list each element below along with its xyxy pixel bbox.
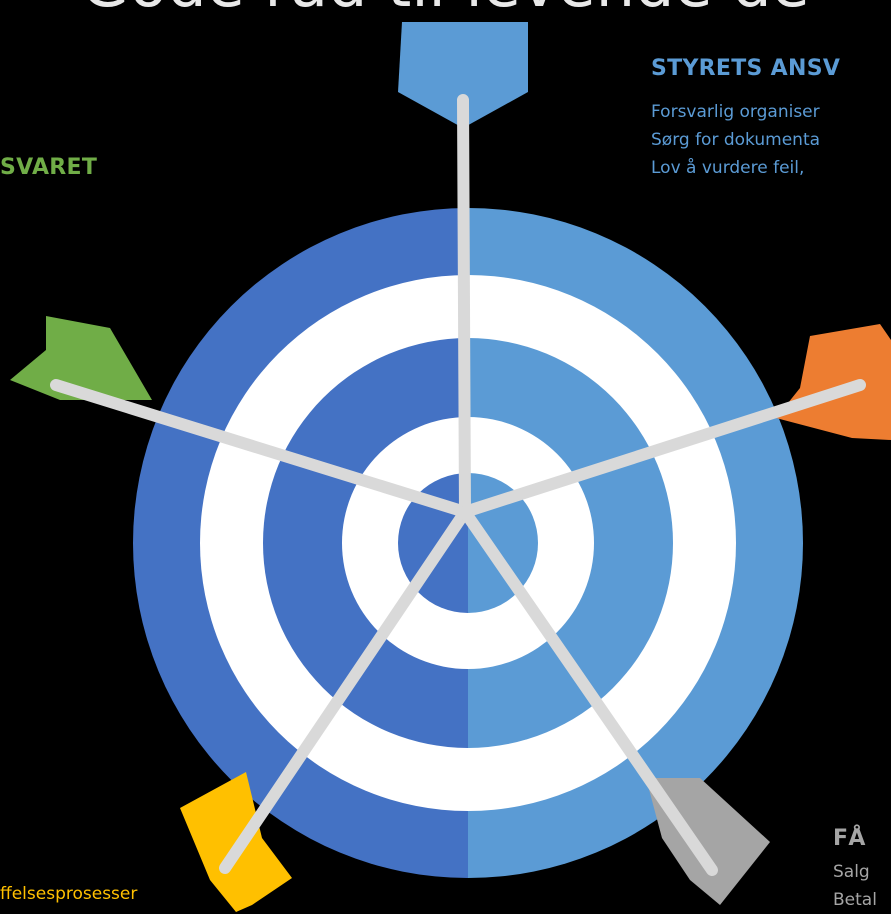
arrow-gray-shaft: [459, 506, 718, 876]
arrow-blue-shaft: [457, 94, 471, 518]
arrow-yellow-shaft: [219, 506, 471, 874]
arrow-orange-fletching: [776, 324, 891, 440]
arrow-green-shaft: [50, 379, 471, 518]
bottom-right-heading: FÅ: [833, 826, 866, 851]
styret-line-3: Lov å vurdere feil,: [651, 158, 805, 178]
styret-line-1: Forsvarlig organiser: [651, 102, 820, 122]
bottom-right-line-1: Salg: [833, 862, 870, 882]
bottom-left-text: ffelsesprosesser: [0, 884, 138, 904]
arrow-green-fletching: [10, 316, 152, 400]
arrow-shafts: [50, 94, 866, 876]
arrow-orange-shaft: [459, 379, 866, 518]
styret-line-2: Sørg for dokumenta: [651, 130, 821, 150]
styret-heading: STYRETS ANSV: [651, 56, 841, 81]
arrow-blue-fletching: [398, 22, 528, 128]
slide-title: Gode råd til levende de: [0, 0, 891, 15]
bottom-right-line-2: Betal: [833, 890, 877, 910]
left-heading: SVARET: [0, 155, 98, 180]
